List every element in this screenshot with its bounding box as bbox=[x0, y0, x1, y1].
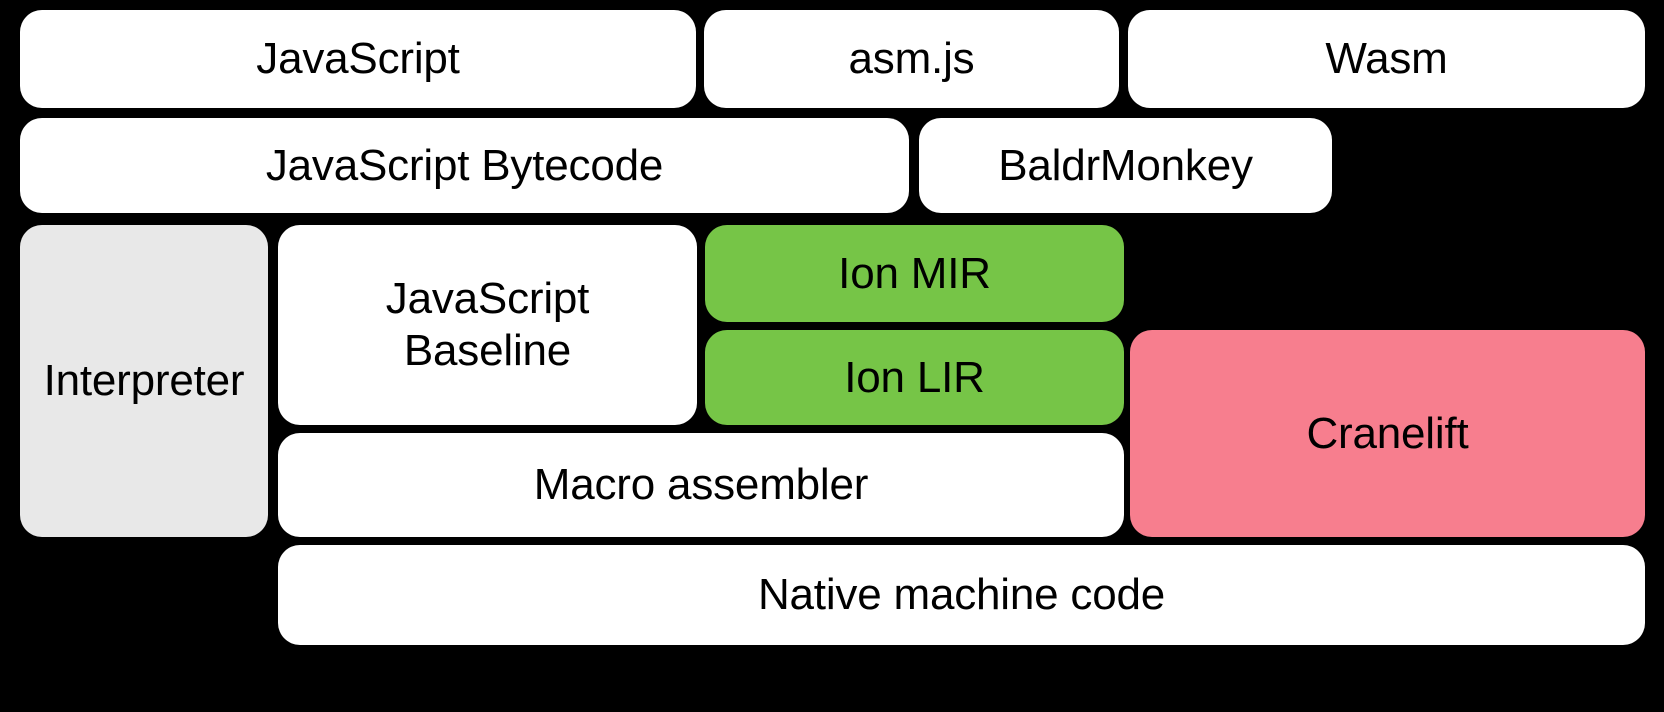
node-javascript: JavaScript bbox=[20, 10, 696, 108]
node-ion-lir: Ion LIR bbox=[705, 330, 1124, 425]
node-macro-assembler: Macro assembler bbox=[278, 433, 1124, 537]
node-native-machine-code: Native machine code bbox=[278, 545, 1645, 645]
node-cranelift: Cranelift bbox=[1130, 330, 1645, 537]
node-javascript-bytecode: JavaScript Bytecode bbox=[20, 118, 909, 213]
node-javascript-baseline: JavaScript Baseline bbox=[278, 225, 697, 425]
node-wasm: Wasm bbox=[1128, 10, 1645, 108]
node-ion-mir: Ion MIR bbox=[705, 225, 1124, 322]
node-interpreter: Interpreter bbox=[20, 225, 268, 537]
node-baldrmonkey: BaldrMonkey bbox=[919, 118, 1332, 213]
node-asm-js: asm.js bbox=[704, 10, 1119, 108]
